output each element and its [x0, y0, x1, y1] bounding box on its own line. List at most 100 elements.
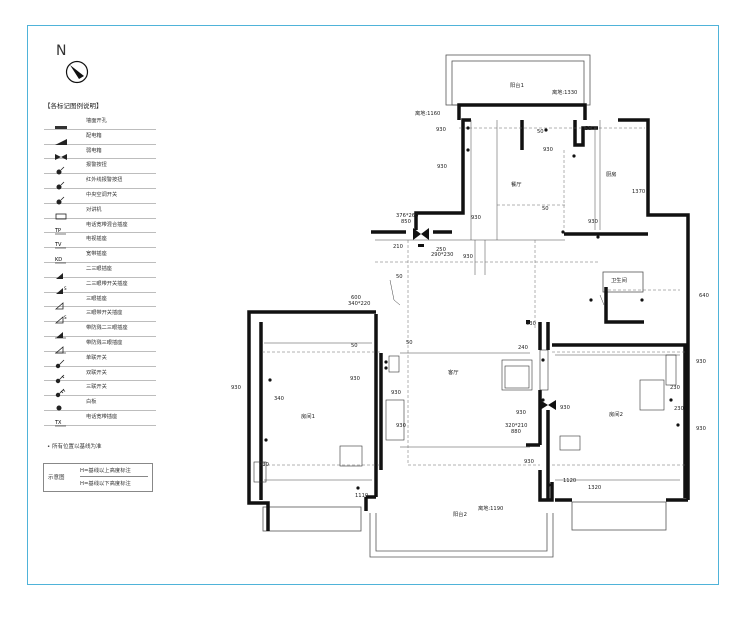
dimension-label: 210 [393, 244, 403, 250]
dimension-label: 930 [350, 376, 360, 382]
room-balcony2: 阳台2 [453, 510, 467, 518]
wall-opening-icon [54, 117, 68, 129]
dimension-label: 290*230 [431, 252, 453, 258]
socket-23-icon [54, 265, 68, 279]
legend-item: S 三眼带开关插座 [44, 307, 156, 324]
dimension-label: 880 [511, 429, 521, 435]
svg-text:TP: TP [54, 228, 61, 234]
room-kitchen: 厨房 [606, 170, 617, 178]
low-voltage-box-icon [54, 147, 68, 160]
legend-item-label: 电话宽带插座 [86, 413, 118, 420]
dimension-label: 1120 [563, 478, 576, 484]
dimension-label: 930 [463, 254, 473, 260]
legend-item: 弱电箱 [44, 145, 156, 160]
legend-item: 报警按扭 [44, 159, 156, 175]
double-switch-icon [54, 369, 68, 383]
legend-item-label: 配电箱 [86, 132, 102, 139]
single-switch-icon [54, 354, 68, 368]
dimension-label: 930 [588, 219, 598, 225]
legend-item-label: 三联开关 [86, 384, 107, 391]
north-label: N [56, 43, 67, 59]
legend-item-label: 白板 [86, 399, 97, 406]
legend-item-label: 电视插座 [86, 236, 107, 243]
legend-item-label: 宽带插座 [86, 251, 107, 258]
dimension-label: 930 [471, 215, 481, 221]
drawing-frame [27, 25, 719, 585]
legend-item-label: 带防溅二三眼插座 [86, 325, 128, 332]
height-label: 离地:1330 [552, 88, 577, 96]
dimension-label: 930 [516, 410, 526, 416]
svg-text:S: S [64, 315, 67, 320]
legend-item: 中央空调开关 [44, 189, 156, 205]
splash-socket-23-icon [54, 324, 68, 339]
dimension-label: 930 [396, 423, 406, 429]
dimension-label: 50 [351, 343, 358, 349]
north-arrow: N [56, 43, 96, 84]
legend-item: 带防溅三眼插座 [44, 337, 156, 354]
dimension-label: 250 [436, 247, 446, 253]
dimension-label: 230 [670, 385, 680, 391]
room-bathroom: 卫生间 [611, 276, 627, 284]
baseline-note: • 所有位置以基线为准 [47, 444, 102, 450]
legend-item: 三眼插座 [44, 293, 156, 309]
legend-item-label: 二三眼插座 [86, 265, 112, 272]
schematic-label: 示意图 [48, 475, 65, 481]
legend-item: 白板 [44, 396, 156, 411]
legend-item-label: 墙面开孔 [86, 118, 107, 124]
dimension-label: 50 [396, 274, 403, 280]
phone-broadband-socket-icon: TP [54, 221, 68, 234]
dimension-label: 930 [560, 405, 570, 411]
legend-item: 三联开关 [44, 381, 156, 398]
triple-switch-icon [54, 383, 68, 398]
socket-3-icon [54, 295, 68, 309]
dimension-label: 320*210 [505, 423, 527, 429]
dimension-label: 930 [437, 164, 447, 170]
schematic-row-below: H=基线以下高度标注 [80, 481, 131, 487]
dimension-label: 1320 [588, 485, 601, 491]
dimension-label: 1110 [355, 493, 368, 499]
dimension-label: 850 [401, 219, 411, 225]
legend-item-label: 电话宽带混合插座 [86, 221, 128, 228]
schematic-row-above: H=基线以上高度标注 [80, 466, 148, 477]
blank-plate-icon [54, 398, 68, 411]
legend-item-label: 带防溅三眼插座 [86, 339, 123, 346]
dimension-label: 1370 [632, 189, 645, 195]
socket-23-switch-icon: S [54, 280, 68, 294]
legend-item: S 二三眼带开关插座 [44, 278, 156, 294]
legend-item-label: 双联开关 [86, 369, 107, 376]
legend-item-label: 中央空调开关 [86, 191, 118, 198]
dimension-label: 930 [436, 127, 446, 133]
tv-socket-icon: TV [54, 235, 68, 249]
dimension-label: 50 [537, 129, 544, 135]
svg-text:TV: TV [54, 242, 62, 248]
legend-item: TV 电视插座 [44, 233, 156, 249]
room-balcony1: 阳台1 [510, 81, 524, 89]
legend-item: 带防溅二三眼插座 [44, 322, 156, 339]
height-label: 离地:1190 [478, 504, 503, 512]
splash-socket-3-icon [54, 339, 68, 354]
legend-item-label: 对讲机 [86, 206, 102, 213]
dimension-label: 930 [259, 462, 269, 468]
dimension-label: 230 [674, 406, 684, 412]
legend-item: 双联开关 [44, 367, 156, 383]
legend-item: 配电箱 [44, 130, 156, 145]
svg-text:KD: KD [55, 257, 62, 263]
legend: 【各标记图例说明】 墙面开孔配电箱弱电箱报警按扭红外线报警按扭中央空调开关对讲机… [44, 100, 156, 427]
room-dining: 餐厅 [511, 180, 522, 188]
legend-item-label: 三眼带开关插座 [86, 310, 123, 317]
legend-item: 单联开关 [44, 352, 156, 368]
broadband-socket-icon: KD [54, 250, 68, 264]
legend-item-label: 二三眼带开关插座 [86, 280, 128, 287]
room-bedroom1: 房间1 [301, 412, 315, 420]
dimension-label: 340*220 [348, 301, 370, 307]
intercom-icon [54, 206, 68, 220]
room-bedroom2: 房间2 [609, 410, 623, 418]
dimension-label: 50 [542, 206, 549, 212]
dimension-label: 930 [696, 426, 706, 432]
dimension-label: 930 [231, 385, 241, 391]
phone-socket-icon: TX [54, 413, 68, 427]
height-label: 离地:1160 [415, 109, 440, 117]
alarm-button-icon [54, 161, 68, 175]
